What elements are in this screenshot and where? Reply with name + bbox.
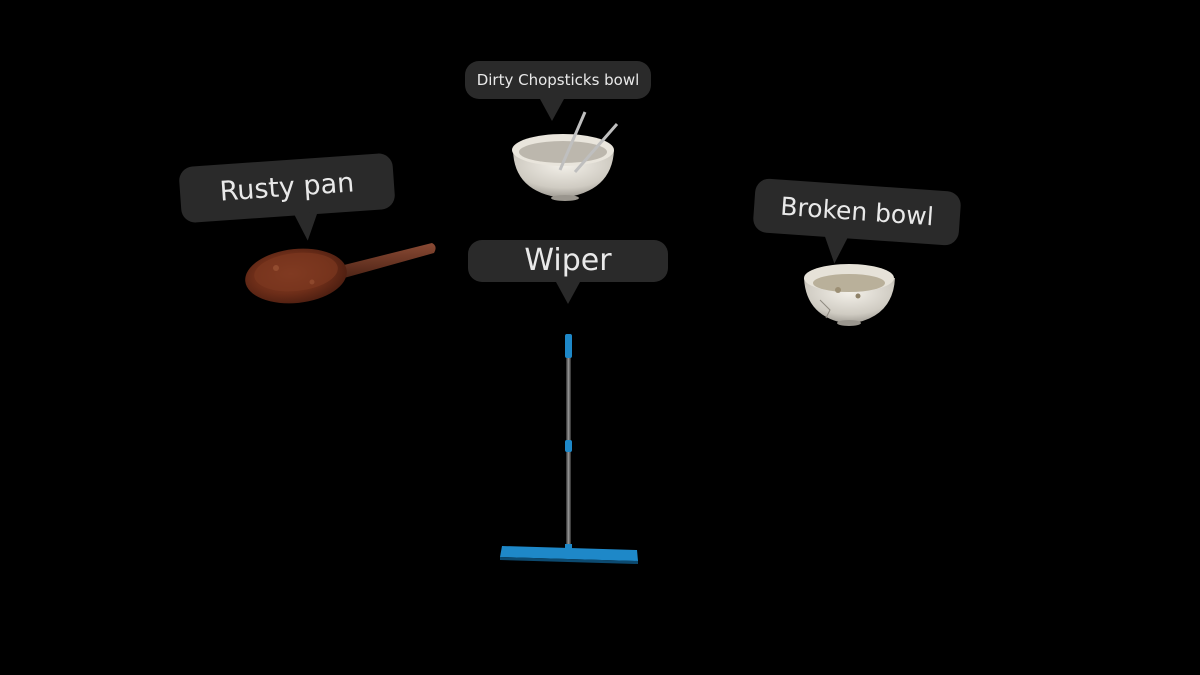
- wiper-icon[interactable]: [500, 334, 638, 564]
- broken-bowl-icon[interactable]: [804, 264, 895, 326]
- chopsticks-bowl-label-pointer: [540, 99, 565, 121]
- wiper-label-pointer: [556, 282, 580, 304]
- wiper-label-text: Wiper: [524, 243, 612, 278]
- chopsticks-bowl-label: Dirty Chopsticks bowl: [465, 61, 651, 121]
- wiper-label: Wiper: [468, 240, 668, 304]
- chopsticks-bowl-icon[interactable]: [512, 111, 619, 201]
- chopsticks-bowl-label-text: Dirty Chopsticks bowl: [476, 71, 640, 89]
- rusty-pan-icon[interactable]: [242, 243, 436, 308]
